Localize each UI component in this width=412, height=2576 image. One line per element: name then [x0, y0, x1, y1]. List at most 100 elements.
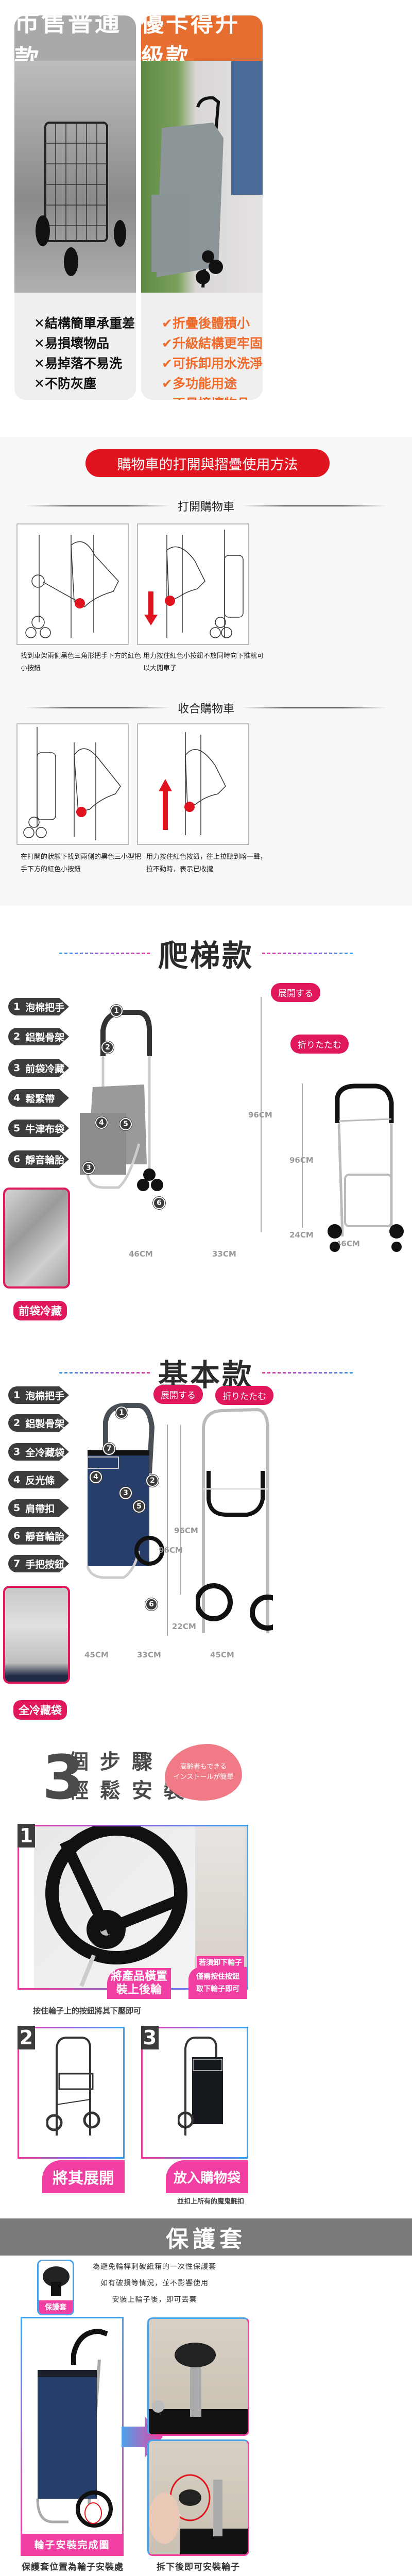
callout-2: 2 — [101, 1041, 114, 1054]
button-locate-illustration — [25, 535, 119, 638]
unfold-bubble: 展開する — [153, 1385, 203, 1404]
protector-cap-icon — [43, 2266, 70, 2296]
front-bag-zoom-photo — [3, 1188, 70, 1289]
dotted-divider — [59, 1371, 152, 1374]
push-down-illustration — [144, 530, 244, 638]
close-heading: 收合購物車 — [26, 700, 387, 716]
basic-model-header: 基本款 — [0, 1351, 412, 1394]
open-step1-caption: 找到車架兩側黑色三角形把手下方的紅色小按鈕 — [21, 652, 142, 672]
step1-caption: 按住輪子上的按鈕將其下壓即可 — [33, 2006, 142, 2015]
upgraded-title: 優卡得升級款 — [141, 15, 263, 70]
protector-thumb-label: 保護套 — [39, 2300, 73, 2314]
callout-4: 4 — [90, 1471, 102, 1483]
bag-installed-image — [178, 2037, 223, 2136]
comparison-card-upgraded: 優卡得升級款 ✔折疊後體積小 ✔升級結構更牢固 ✔可拆卸用水洗淨 ✔多功能用途 … — [141, 15, 263, 400]
cooler-bag-zoom-photo — [3, 1586, 70, 1684]
install-step-count: 3 — [42, 1742, 85, 1813]
regular-cons-list: ✕結構簡單承重差 ✕易損壞物品 ✕易掉落不易洗 ✕不防灰塵 — [14, 293, 136, 394]
open-heading: 打開購物車 — [26, 498, 387, 514]
step3-label: 放入購物袋 — [166, 2160, 248, 2193]
folded-cart-illustration — [23, 727, 121, 840]
callout-1: 1 — [110, 1005, 123, 1017]
callout-6: 6 — [153, 1197, 165, 1209]
dim-width: 46CM — [129, 1249, 153, 1259]
dim-height-b: 96CM — [174, 1526, 198, 1535]
close-step2-caption: 用力按住紅色按鈕，往上拉聽到喀一聲，拉不動時，表示已收攏 — [146, 853, 267, 873]
callout-5: 5 — [119, 1118, 132, 1130]
install-title: 個 步 驟 輕 鬆 安 裝 — [68, 1748, 186, 1805]
close-step1-diagram — [16, 723, 129, 845]
con-item: ✕不防灰塵 — [34, 376, 96, 391]
red-button-icon — [165, 596, 175, 606]
install-step1-photo — [34, 1822, 195, 1988]
dotted-divider — [260, 952, 353, 954]
dim-fold-width: 46CM — [336, 1239, 360, 1248]
divider — [26, 505, 170, 506]
dim-height-open: 96CM — [248, 1110, 272, 1120]
protector-on-photo — [147, 2317, 249, 2436]
arrow-up-icon — [159, 779, 172, 830]
step-number-1: 1 — [18, 1824, 35, 1848]
callout-2: 2 — [146, 1475, 159, 1487]
upgraded-pros-list: ✔折疊後體積小 ✔升級結構更牢固 ✔可拆卸用水洗淨 ✔多功能用途 ✔不易撞壞物品 — [141, 293, 263, 400]
dimension-line — [261, 997, 262, 1232]
dimension-line — [180, 1425, 181, 1595]
dim-height-fold: 96CM — [289, 1156, 314, 1165]
folded-basic-cart-image — [196, 1408, 273, 1633]
divider — [242, 707, 387, 708]
pro-item: ✔可拆卸用水洗淨 — [162, 356, 263, 371]
step1-side-label: 僅需按住按鈕 取下輪子即可 — [188, 1967, 247, 1999]
close-step1-caption: 在打開的狀態下找到兩側的黑色三小型把手下方的紅色小按鈕 — [21, 853, 142, 873]
step-number-2: 2 — [18, 2026, 35, 2049]
open-heading-text: 打開購物車 — [178, 501, 235, 514]
divider — [26, 707, 170, 708]
regular-title: 市售普通款 — [14, 15, 136, 73]
wheel-illustration — [45, 1822, 187, 1987]
dimension-line — [167, 1425, 168, 1636]
protector-header: 保護套 — [0, 2218, 412, 2256]
installed-cart-image — [36, 2328, 113, 2528]
red-button-icon — [184, 802, 195, 812]
dim-fold-width: 45CM — [210, 1650, 234, 1659]
dotted-divider — [59, 952, 152, 954]
desc-line: 如有破損等情況，並不影響使用 — [100, 2279, 209, 2287]
pro-item: ✔多功能用途 — [162, 376, 237, 391]
callout-3: 3 — [119, 1487, 132, 1499]
protector-on-axle-image — [149, 2343, 248, 2434]
callout-6: 6 — [145, 1598, 158, 1611]
upgraded-cart-photo — [141, 61, 263, 293]
pro-item: ✔升級結構更牢固 — [162, 336, 263, 351]
desc-line: 安裝上輪子後，即可丟棄 — [112, 2296, 197, 2304]
callout-3: 3 — [82, 1162, 95, 1174]
pro-item: ✔折疊後體積小 — [162, 316, 250, 331]
howto-title: 購物車的打開與摺疊使用方法 — [85, 449, 330, 477]
close-step2-diagram — [137, 723, 249, 845]
protector-thumb: 保護套 — [37, 2260, 74, 2315]
install-step2-frame — [18, 2027, 125, 2159]
step3-caption: 並扣上所有的魔鬼氈扣 — [177, 2198, 245, 2206]
dim-fold-depth: 24CM — [289, 1230, 314, 1240]
dim-fold-depth: 22CM — [172, 1622, 196, 1631]
open-step2-caption: 用力按住紅色小按鈕不放同時向下推就可以大開車子 — [143, 652, 264, 672]
dim-depth: 33CM — [212, 1249, 236, 1259]
close-heading-text: 收合購物車 — [178, 703, 235, 716]
divider — [242, 505, 387, 506]
fold-bubble: 折りたたむ — [290, 1035, 349, 1054]
protector-off-photo — [147, 2439, 249, 2556]
con-item: ✕易掉落不易洗 — [34, 356, 122, 371]
regular-cart-photo — [14, 61, 136, 293]
desc-line: 為避免輪桿刺破紙箱的一次性保護套 — [93, 2263, 216, 2271]
pull-up-illustration — [159, 732, 226, 835]
callout-1: 1 — [115, 1406, 128, 1419]
left-caption: 保護套位置為輪子安裝處 — [22, 2562, 124, 2572]
red-button-icon — [76, 807, 87, 817]
protector-description: 為避免輪桿刺破紙箱的一次性保護套 如有破損等情況，並不影響使用 安裝上輪子後，即… — [77, 2259, 232, 2308]
dotted-divider — [260, 1371, 353, 1374]
